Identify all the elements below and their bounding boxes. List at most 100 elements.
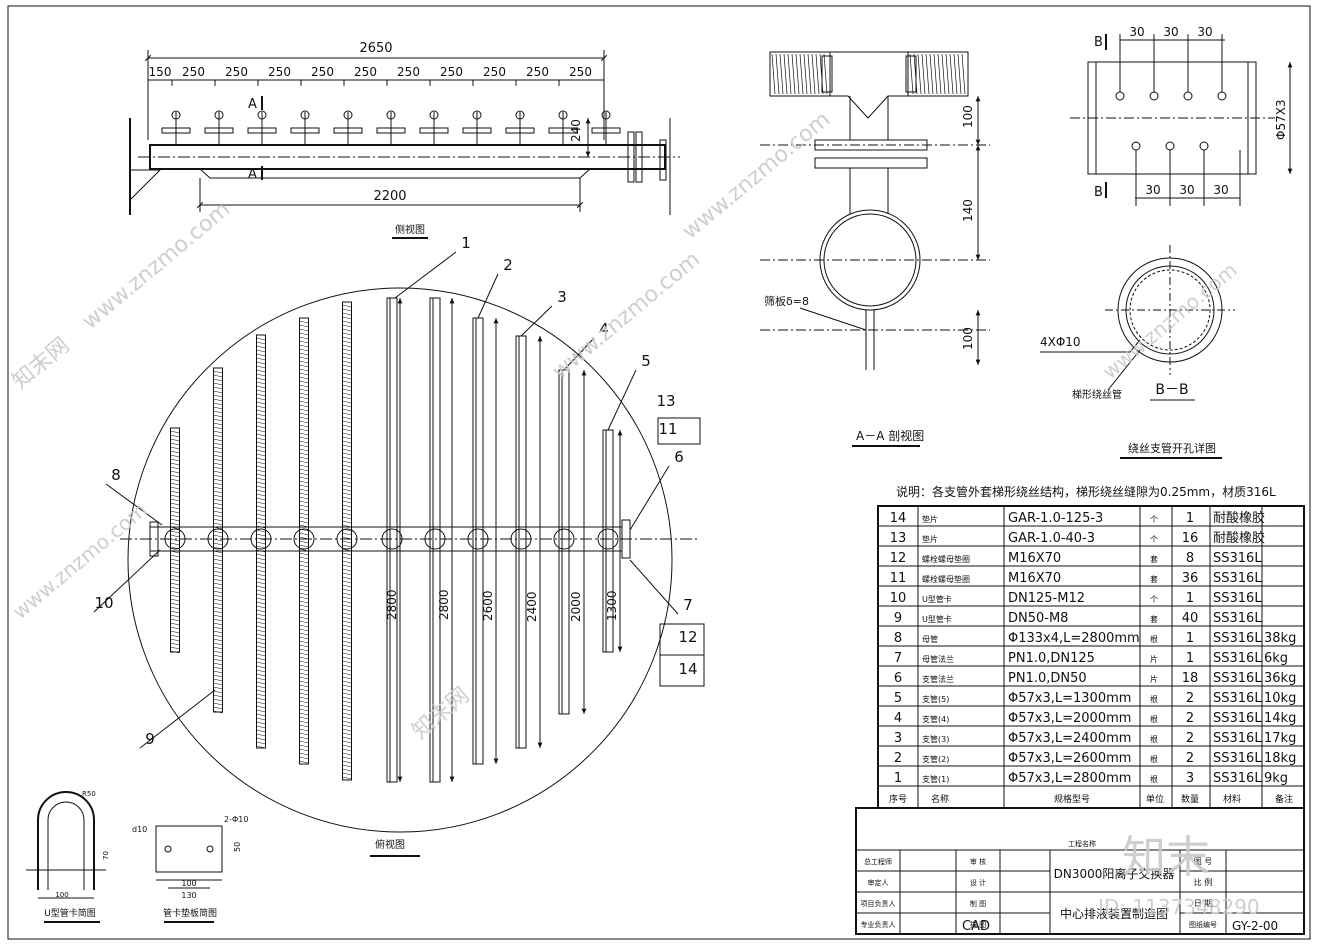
tb-left-4: 专业负责人 bbox=[861, 920, 896, 929]
wire-wrap-stripe bbox=[342, 576, 352, 580]
wire-wrap-stripe bbox=[170, 478, 180, 482]
wire-wrap-stripe bbox=[213, 662, 223, 666]
wire-wrap-stripe bbox=[299, 344, 309, 348]
bom-cell: 1 bbox=[1186, 591, 1194, 606]
bom-cell: 支管(3) bbox=[922, 734, 949, 744]
wire-wrap-stripe bbox=[342, 444, 352, 448]
wire-wrap-stripe bbox=[342, 692, 352, 696]
wire-wrap-stripe bbox=[299, 536, 309, 540]
wire-wrap-stripe bbox=[299, 732, 309, 736]
wire-wrap-stripe bbox=[256, 617, 266, 621]
wire-wrap-stripe bbox=[299, 736, 309, 740]
bom-cell: Φ57x3,L=2800mm bbox=[1008, 771, 1131, 786]
wire-wrap-stripe bbox=[342, 592, 352, 596]
wire-wrap-stripe bbox=[342, 752, 352, 756]
hatch-stripe bbox=[937, 53, 942, 95]
plate-detail: d10 2-Φ10 100 130 50 管卡垫板简图 bbox=[132, 815, 248, 923]
wire-wrap-stripe bbox=[256, 693, 266, 697]
wire-wrap-stripe bbox=[299, 576, 309, 580]
wire-wrap-stripe bbox=[213, 514, 223, 518]
nozzle-flange bbox=[462, 127, 492, 134]
wire-wrap-stripe bbox=[342, 360, 352, 364]
wire-wrap-stripe bbox=[213, 526, 223, 530]
wire-wrap-stripe bbox=[342, 364, 352, 368]
plate-d10: d10 bbox=[132, 825, 147, 834]
bom-cell: 12 bbox=[890, 551, 907, 566]
bom-cell: 支管法兰 bbox=[922, 674, 954, 684]
wire-wrap-stripe bbox=[170, 650, 180, 654]
wire-wrap-stripe bbox=[256, 697, 266, 701]
wire-wrap-stripe bbox=[299, 328, 309, 332]
branch-flange bbox=[553, 528, 575, 550]
wire-wrap-stripe bbox=[213, 494, 223, 498]
section-mark-b-bottom: B bbox=[1094, 185, 1103, 200]
wire-wrap-stripe bbox=[170, 638, 180, 642]
wire-wrap-stripe bbox=[342, 500, 352, 504]
bom-cell: SS316L bbox=[1213, 631, 1262, 646]
leader-line bbox=[607, 369, 637, 431]
bom-cell: 1 bbox=[1186, 651, 1194, 666]
bom-cell: SS316L bbox=[1213, 611, 1262, 626]
bom-cell: SS316L bbox=[1213, 751, 1262, 766]
top-spacing-label: 30 bbox=[1197, 25, 1212, 39]
watermark-site-1: www.znzmo.com bbox=[78, 197, 235, 335]
branch-flange bbox=[424, 528, 446, 550]
wire-wrap-stripe bbox=[256, 497, 266, 501]
leader-line bbox=[105, 483, 163, 526]
hatch-stripe bbox=[909, 53, 914, 95]
wire-wrap-stripe bbox=[299, 504, 309, 508]
callout-11: 11 bbox=[658, 420, 677, 438]
wire-wrap-stripe bbox=[256, 405, 266, 409]
project-label: 工程名称 bbox=[1068, 839, 1096, 848]
wire-wrap-stripe bbox=[299, 368, 309, 372]
wire-wrap-stripe bbox=[213, 446, 223, 450]
bom-cell: 片 bbox=[1150, 654, 1158, 664]
wire-wrap-stripe bbox=[256, 409, 266, 413]
wire-wrap-stripe bbox=[213, 402, 223, 406]
wire-wrap-stripe bbox=[170, 566, 180, 570]
wire-wrap-stripe bbox=[213, 578, 223, 582]
wire-wrap-stripe bbox=[342, 440, 352, 444]
branch-flange bbox=[250, 528, 272, 550]
hatch-stripe bbox=[945, 53, 950, 95]
wire-wrap-stripe bbox=[170, 438, 180, 442]
wire-wrap-stripe bbox=[342, 480, 352, 484]
wire-wrap-stripe bbox=[256, 413, 266, 417]
wire-wrap-stripe bbox=[213, 554, 223, 558]
hatch-stripe bbox=[775, 53, 780, 95]
wire-wrap-stripe bbox=[170, 442, 180, 446]
wire-wrap-stripe bbox=[213, 482, 223, 486]
bom-cell: SS316L bbox=[1213, 571, 1262, 586]
bom-cell: 片 bbox=[1150, 674, 1158, 684]
bom-cell: 6kg bbox=[1264, 651, 1288, 666]
bottom-spacing-label: 30 bbox=[1145, 183, 1160, 197]
wire-wrap-stripe bbox=[299, 508, 309, 512]
wire-wrap-stripe bbox=[213, 570, 223, 574]
wire-wrap-stripe bbox=[170, 434, 180, 438]
wire-wrap-stripe bbox=[299, 756, 309, 760]
wire-wrap-stripe bbox=[213, 594, 223, 598]
wire-wrap-stripe bbox=[213, 466, 223, 470]
wire-wrap-stripe bbox=[213, 638, 223, 642]
wire-wrap-stripe bbox=[256, 653, 266, 657]
wire-wrap-stripe bbox=[299, 672, 309, 676]
watermark-site-3: www.znzmo.com bbox=[678, 107, 835, 245]
wire-wrap-stripe bbox=[342, 564, 352, 568]
wire-wrap-stripe bbox=[299, 332, 309, 336]
wire-wrap-stripe bbox=[256, 345, 266, 349]
wire-wrap-stripe bbox=[256, 509, 266, 513]
wire-wrap-stripe bbox=[256, 641, 266, 645]
spacing-dim-label: 250 bbox=[526, 65, 549, 79]
wire-wrap-stripe bbox=[342, 556, 352, 560]
wire-wrap-stripe bbox=[170, 586, 180, 590]
plan-view-title: 俯视图 bbox=[375, 838, 405, 851]
wire-wrap-stripe bbox=[342, 432, 352, 436]
tb-cad: CAD bbox=[962, 919, 990, 934]
wire-wrap-stripe bbox=[299, 340, 309, 344]
wire-wrap-stripe bbox=[299, 544, 309, 548]
wire-wrap-stripe bbox=[170, 642, 180, 646]
